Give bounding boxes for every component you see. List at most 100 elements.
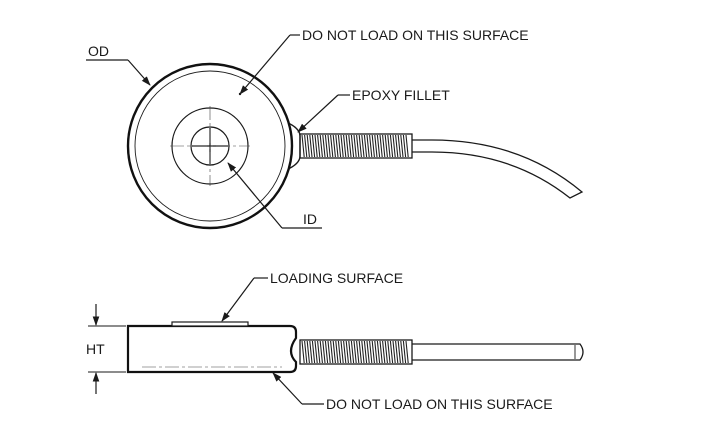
side-view: LOADING SURFACE HT DO NOT LOAD ON THIS S…: [86, 270, 584, 412]
spring-coil: [330, 340, 334, 364]
spring-coil: [366, 340, 370, 364]
spring-coil: [376, 134, 381, 158]
spring-coil: [397, 340, 401, 364]
spring-coil: [392, 340, 396, 364]
spring-coil: [327, 134, 331, 158]
spring-coil: [402, 340, 407, 364]
od-callout: OD: [86, 43, 151, 86]
loading-surface-boss: [171, 321, 249, 327]
spring-coil: [311, 340, 316, 364]
spring-coil: [402, 134, 407, 158]
spring-coil: [301, 340, 305, 364]
spring-coil: [356, 340, 360, 364]
spring-coil: [366, 134, 370, 158]
do-not-load-top-label: DO NOT LOAD ON THIS SURFACE: [302, 27, 529, 43]
spring-coil: [340, 134, 344, 158]
spring-coil: [324, 340, 329, 364]
spring-coil: [400, 340, 404, 364]
spring-coil: [340, 340, 344, 364]
spring-coil: [348, 134, 352, 158]
id-callout: ID: [227, 162, 322, 229]
do-not-load-bottom-label: DO NOT LOAD ON THIS SURFACE: [326, 396, 553, 412]
spring-coil: [348, 340, 352, 364]
spring-coil: [358, 340, 362, 364]
spring-coil: [345, 340, 349, 364]
spring-coil: [387, 340, 391, 364]
spring-coil: [395, 340, 399, 364]
spring-coil: [382, 134, 386, 158]
outer-face-circle: [134, 70, 286, 222]
spring-coil: [314, 134, 318, 158]
spring-coil: [363, 134, 368, 158]
strain-relief-spring-side: [299, 339, 413, 365]
spring-coil: [389, 340, 394, 364]
spring-coil: [353, 134, 357, 158]
spring-coil: [397, 134, 401, 158]
spring-coil: [306, 134, 310, 158]
spring-coil: [335, 340, 339, 364]
spring-coil: [345, 134, 349, 158]
top-view: OD DO NOT LOAD ON THIS SURFACE EPOXY FIL…: [86, 27, 584, 230]
spring-coil: [374, 340, 378, 364]
spring-coil: [304, 340, 308, 364]
spring-coil: [309, 134, 313, 158]
ht-dimension: HT: [86, 304, 126, 394]
ht-label: HT: [86, 341, 105, 357]
spring-coil: [361, 134, 365, 158]
spring-coil: [356, 134, 360, 158]
spring-coil: [311, 134, 316, 158]
spring-coil: [369, 134, 373, 158]
loading-surface-callout: LOADING SURFACE: [221, 270, 403, 322]
epoxy-fillet: [285, 121, 301, 171]
spring-coil: [384, 134, 388, 158]
spring-coil: [306, 340, 310, 364]
spring-coil: [389, 134, 394, 158]
spring-coil: [330, 134, 334, 158]
spring-coil: [358, 134, 362, 158]
spring-coil: [350, 340, 355, 364]
center-mark: [170, 106, 250, 186]
spring-coil: [369, 340, 373, 364]
spring-coil: [317, 340, 321, 364]
spring-coil: [337, 134, 342, 158]
spring-coil: [392, 134, 396, 158]
spring-coil: [327, 340, 331, 364]
spring-coil: [337, 340, 342, 364]
spring-coil: [395, 134, 399, 158]
cable-side-view: [409, 343, 584, 361]
body-side: [126, 324, 298, 374]
spring-coil: [405, 134, 409, 158]
spring-coil: [379, 340, 383, 364]
spring-coil: [350, 134, 355, 158]
spring-coil: [335, 134, 339, 158]
spring-coil: [405, 340, 409, 364]
spring-coil: [309, 340, 313, 364]
spring-coil: [301, 134, 305, 158]
spring-coil: [353, 340, 357, 364]
spring-coil: [314, 340, 318, 364]
spring-coil: [343, 134, 347, 158]
spring-coil: [379, 134, 383, 158]
spring-coil: [332, 134, 336, 158]
spring-coil: [343, 340, 347, 364]
spring-coil: [319, 340, 323, 364]
spring-coil: [382, 340, 386, 364]
spring-coil: [304, 134, 308, 158]
epoxy-fillet-callout: EPOXY FILLET: [297, 87, 450, 133]
spring-coil: [319, 134, 323, 158]
spring-coil: [400, 134, 404, 158]
cable-top-view: [409, 139, 584, 199]
spring-coil: [376, 340, 381, 364]
spring-coil: [384, 340, 388, 364]
spring-coil: [317, 134, 321, 158]
do-not-load-top-callout: DO NOT LOAD ON THIS SURFACE: [239, 27, 529, 95]
spring-coil: [322, 340, 326, 364]
spring-coil: [361, 340, 365, 364]
epoxy-fillet-label: EPOXY FILLET: [352, 87, 450, 103]
loading-surface-label: LOADING SURFACE: [270, 270, 403, 286]
id-label: ID: [303, 211, 317, 227]
spring-coil: [332, 340, 336, 364]
spring-coil: [387, 134, 391, 158]
spring-coil: [371, 134, 375, 158]
